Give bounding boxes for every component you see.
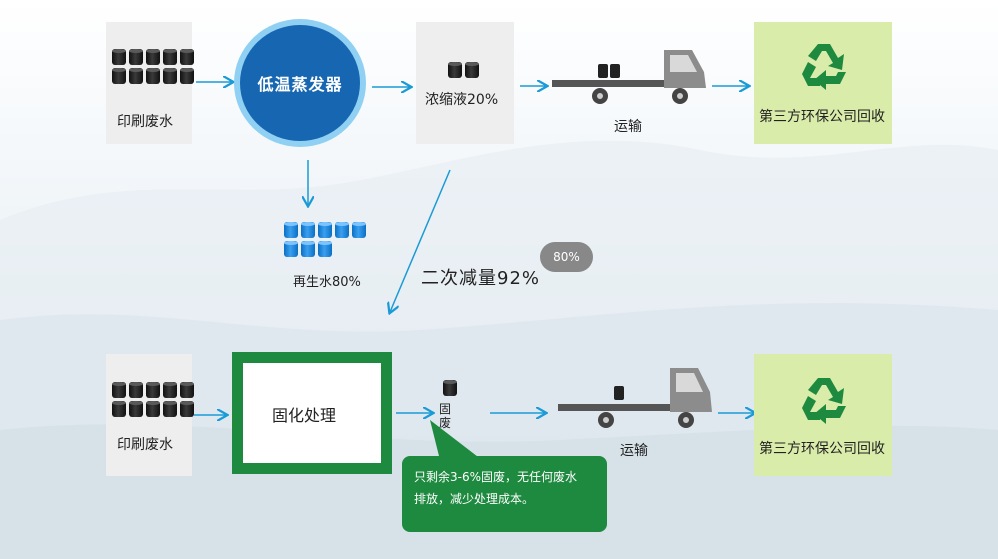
barrel-icon bbox=[163, 49, 177, 65]
recycled-water-label: 再生水80% bbox=[293, 275, 361, 290]
transport-label-bottom: 运输 bbox=[620, 443, 648, 459]
source-label-top: 印刷废水 bbox=[117, 114, 173, 130]
recycler-label-bottom: 第三方环保公司回收 bbox=[759, 441, 885, 457]
barrel-icon bbox=[180, 382, 194, 398]
solidify-label: 固化处理 bbox=[272, 406, 337, 425]
truck-icon bbox=[558, 368, 712, 428]
arrow-concentrate-to-solidify bbox=[390, 169, 451, 312]
barrel-icon bbox=[129, 49, 143, 65]
barrel-icon bbox=[112, 49, 126, 65]
barrel-icon bbox=[112, 382, 126, 398]
callout-line-1: 只剩余3-6%固废，无任何废水 bbox=[414, 470, 578, 484]
barrel-group-water bbox=[284, 222, 366, 257]
barrel-icon bbox=[180, 401, 194, 417]
barrel-icon bbox=[284, 222, 298, 238]
barrel-icon bbox=[443, 380, 457, 396]
barrel-group-concentrate bbox=[448, 62, 479, 78]
barrel-group-top bbox=[112, 49, 194, 84]
barrel-icon bbox=[180, 49, 194, 65]
barrel-icon bbox=[112, 68, 126, 84]
concentrate-label: 浓缩液20% bbox=[425, 92, 499, 108]
callout-tail bbox=[430, 420, 482, 460]
evaporator: 低温蒸发器 bbox=[240, 25, 360, 141]
barrel-icon bbox=[301, 222, 315, 238]
barrel-icon bbox=[284, 241, 298, 257]
barrel-icon bbox=[318, 241, 332, 257]
barrel-icon bbox=[129, 382, 143, 398]
barrel-icon bbox=[163, 401, 177, 417]
barrel-icon bbox=[318, 222, 332, 238]
barrel-group-bottom bbox=[112, 382, 194, 417]
barrel-icon bbox=[465, 62, 479, 78]
barrel-icon bbox=[112, 401, 126, 417]
barrel-icon bbox=[301, 241, 315, 257]
transport-label-top: 运输 bbox=[614, 119, 642, 135]
solidify-frame bbox=[232, 352, 392, 474]
barrel-icon bbox=[335, 222, 349, 238]
recycler-label-top: 第三方环保公司回收 bbox=[759, 109, 885, 125]
barrel-icon bbox=[146, 401, 160, 417]
recycle-icon bbox=[802, 378, 846, 424]
reduction-label: 二次减量92% bbox=[421, 268, 541, 289]
reduction-badge: 80% bbox=[540, 242, 593, 272]
truck-icon bbox=[552, 50, 706, 104]
solid-waste-label: 固废 bbox=[439, 402, 452, 430]
callout-note: 只剩余3-6%固废，无任何废水 排放，减少处理成本。 bbox=[402, 456, 607, 532]
source-label-bottom: 印刷废水 bbox=[117, 437, 173, 453]
barrel-icon bbox=[163, 68, 177, 84]
concentrate-panel bbox=[416, 22, 514, 144]
barrel-icon bbox=[146, 382, 160, 398]
barrel-icon bbox=[163, 382, 177, 398]
barrel-icon bbox=[352, 222, 366, 238]
barrel-icon bbox=[180, 68, 194, 84]
recycle-icon bbox=[802, 44, 846, 90]
barrel-icon bbox=[129, 401, 143, 417]
barrel-icon bbox=[448, 62, 462, 78]
barrel-icon bbox=[146, 68, 160, 84]
barrel-icon bbox=[146, 49, 160, 65]
callout-line-2: 排放，减少处理成本。 bbox=[414, 492, 535, 506]
barrel-icon bbox=[129, 68, 143, 84]
